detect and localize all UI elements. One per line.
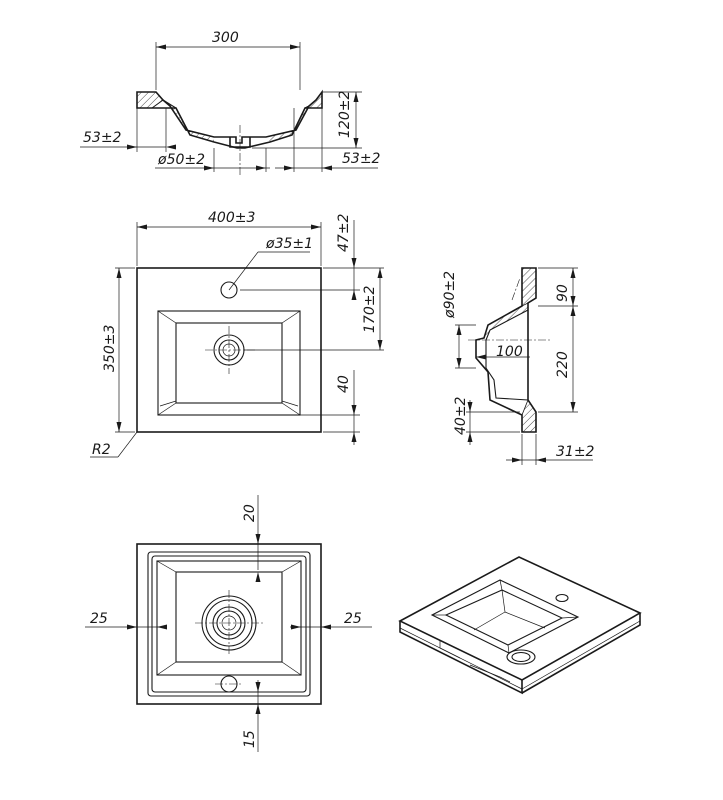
bottom-right-margin-label: 25 <box>344 611 362 627</box>
side-front-height-label: 40±2 <box>453 396 469 435</box>
top-width-label: 400±3 <box>208 210 255 226</box>
top-bowl-inner <box>175 322 283 404</box>
front-rim-right-label: 53±2 <box>342 151 381 167</box>
top-radius-label: R2 <box>92 442 111 458</box>
side-top-hatch <box>521 267 537 307</box>
front-left-rim-hatch <box>136 91 164 109</box>
side-upper-label: 90 <box>555 284 571 302</box>
iso-front-face <box>399 621 523 695</box>
bottom-ring <box>147 551 311 697</box>
front-wall-hatch-left <box>163 100 214 142</box>
side-overflow-label: ø90±2 <box>442 271 458 319</box>
side-section-view: ø90±2 100 90 220 40±2 31±2 <box>442 267 595 465</box>
side-lower-label: 220 <box>555 351 571 378</box>
front-drain-label: ø50±2 <box>157 152 205 168</box>
front-rim-left-label: 53±2 <box>83 130 122 146</box>
top-tap-drain-label: 170±2 <box>362 286 378 333</box>
top-bowl-outer <box>157 310 301 416</box>
top-view: 400±3 350±3 ø35±1 47±2 170±2 40 <box>90 210 384 458</box>
top-tap-hole <box>220 281 238 299</box>
bottom-bowl-outer <box>156 560 302 676</box>
isometric-view <box>398 556 642 695</box>
iso-tap-hole <box>555 593 569 603</box>
iso-drain <box>506 649 536 665</box>
top-front-label: 40 <box>336 375 352 393</box>
front-width-label: 300 <box>212 30 239 46</box>
bottom-view: 20 25 25 15 <box>85 495 372 752</box>
front-section-view: 300 120±2 53±2 53±2 ø50±2 <box>80 30 381 175</box>
top-tap-hole-label: ø35±1 <box>265 236 313 252</box>
bottom-left-margin-label: 25 <box>90 611 108 627</box>
bottom-bottom-margin-label: 15 <box>242 730 258 748</box>
top-depth-label: 350±3 <box>102 325 118 372</box>
front-wall-hatch-right <box>266 106 309 142</box>
bottom-bowl-inner <box>175 571 283 663</box>
iso-right-face <box>521 613 641 694</box>
side-rim-label: 31±2 <box>556 444 595 460</box>
top-tap-offset-label: 47±2 <box>336 213 352 252</box>
bottom-top-margin-label: 20 <box>242 504 258 522</box>
side-bottom-hatch <box>521 399 537 433</box>
front-height-label: 120±2 <box>337 91 353 138</box>
side-bowl-label: 100 <box>496 344 523 360</box>
bottom-outer-outline <box>136 543 322 705</box>
